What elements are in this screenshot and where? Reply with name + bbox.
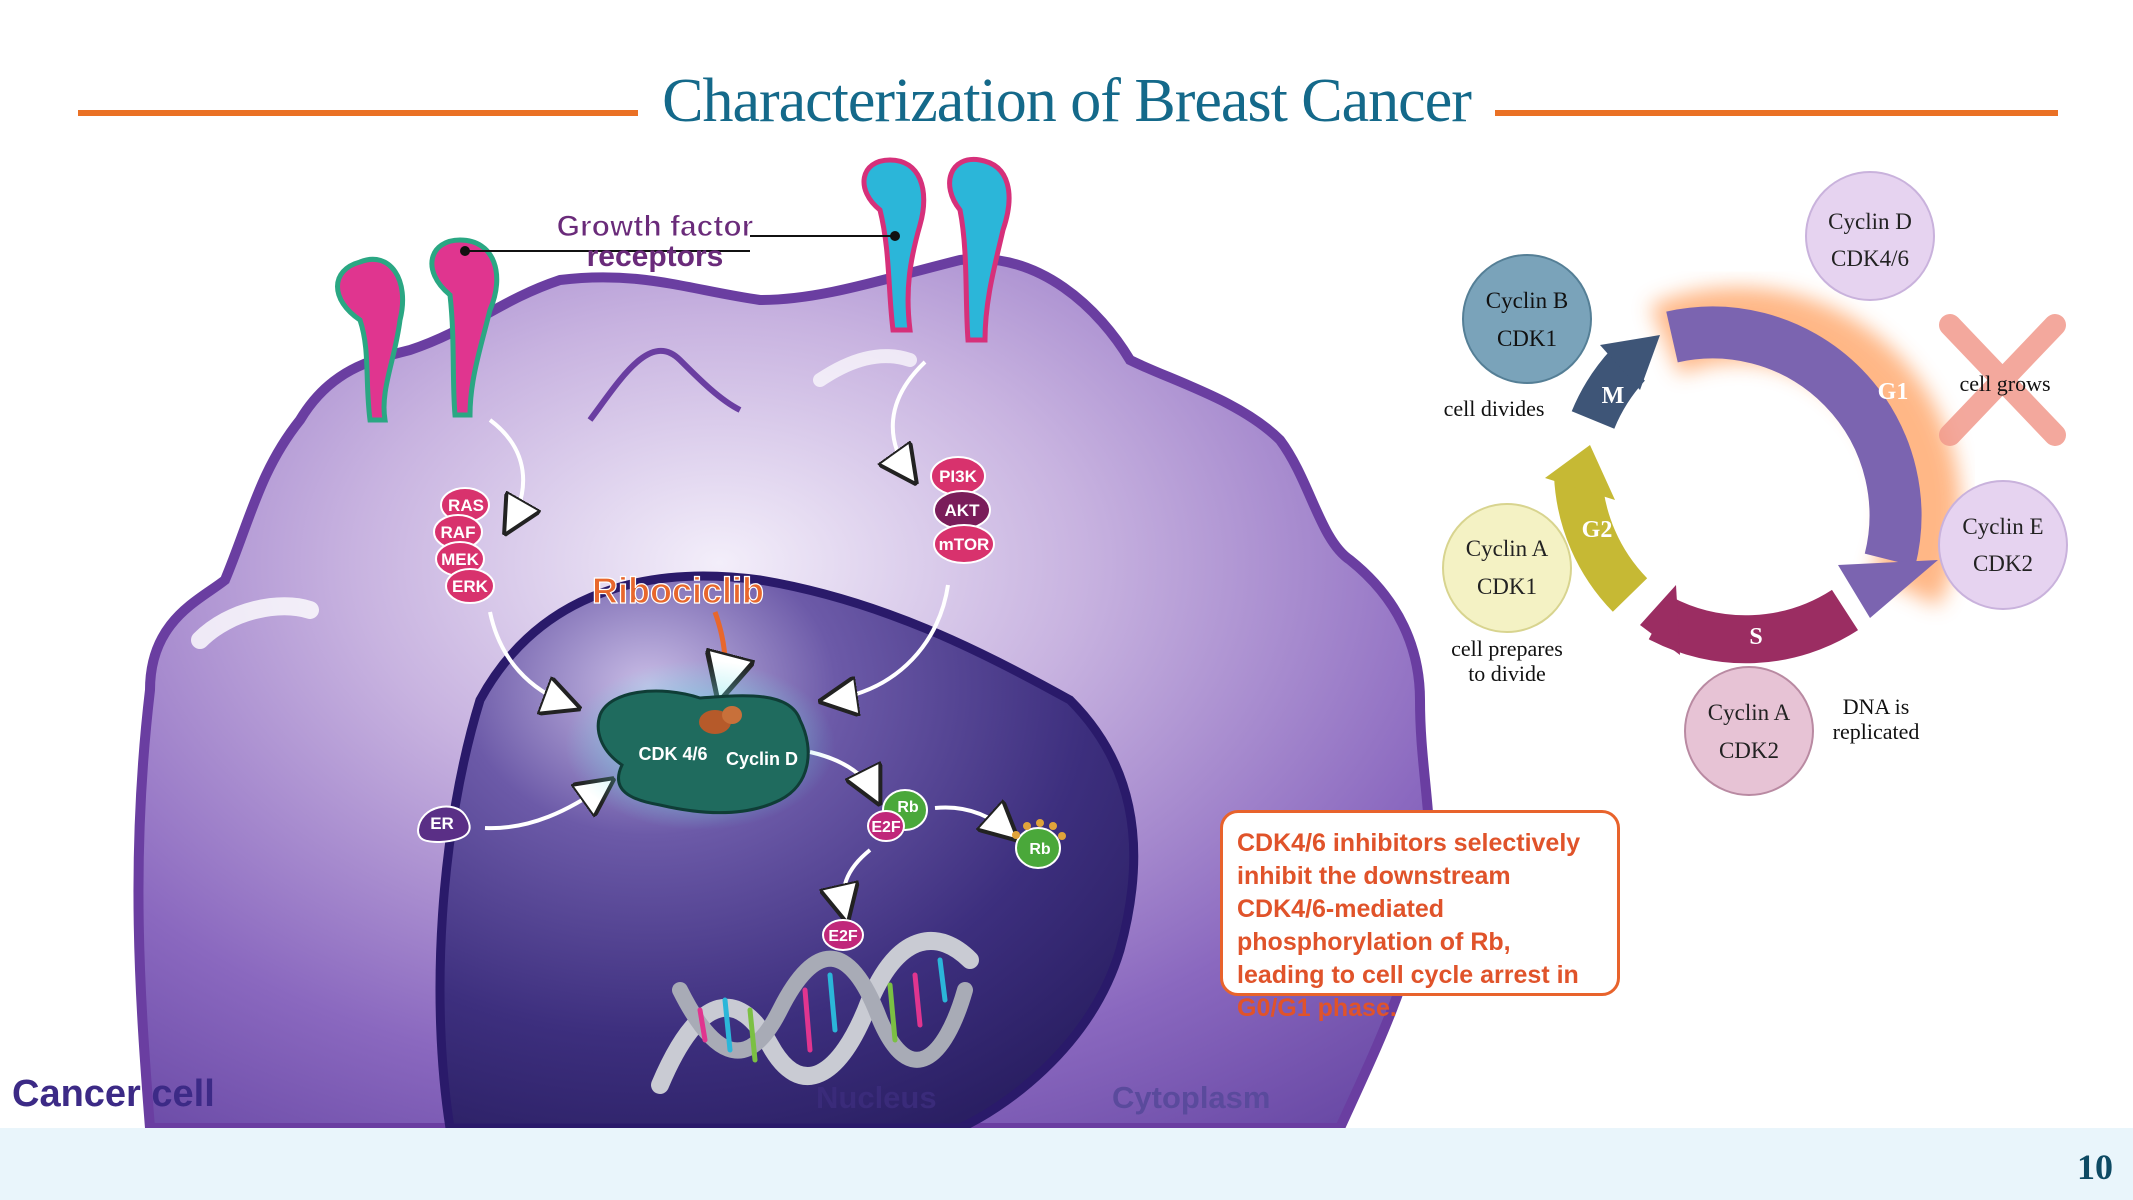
dna-replicated-note: replicated [1833, 719, 1920, 744]
g1-arrowhead [1838, 560, 1938, 618]
svg-text:Cyclin E: Cyclin E [1962, 514, 2043, 539]
svg-text:Cyclin A: Cyclin A [1708, 700, 1791, 725]
callout-box: CDK4/6 inhibitors selectively inhibit th… [1220, 810, 1620, 1022]
cyclin-d-circle: Cyclin D CDK4/6 [1805, 171, 1935, 301]
cyclin-a-cdk1-circle: Cyclin A CDK1 [1442, 503, 1572, 633]
phosphorylated-rb: Rb [1012, 819, 1066, 869]
s-label: S [1749, 624, 1762, 650]
free-e2f: E2F [822, 919, 864, 951]
blue-receptor [861, 157, 1012, 343]
cdk46-cyclind-complex: CDK 4/6 Cyclin D [596, 689, 810, 815]
cell-prepares-note: cell prepares [1451, 636, 1563, 661]
cell-prepares-note: to divide [1468, 661, 1546, 686]
rb-e2f-complex: Rb E2F [867, 789, 928, 842]
growth-factor-label: receptors [587, 240, 724, 273]
cell-grows-note: cell grows [1959, 371, 2050, 396]
svg-text:Cyclin D: Cyclin D [1828, 209, 1912, 234]
pink-receptor [335, 237, 500, 423]
callout-text: CDK4/6 inhibitors selectively inhibit th… [1237, 829, 1581, 1022]
ras-raf-mek-erk-pathway: RAS RAF MEK ERK [433, 487, 495, 604]
cell-divides-note: cell divides [1444, 396, 1545, 421]
pi3k-akt-mtor-pathway: PI3K AKT mTOR [930, 456, 995, 564]
svg-text:Cyclin B: Cyclin B [1486, 288, 1568, 313]
svg-text:ER: ER [430, 814, 454, 833]
g1-label: G1 [1878, 379, 1909, 405]
pi3k-label: PI3K [939, 467, 978, 486]
g2-label: G2 [1582, 517, 1613, 543]
receptor-leader-dot [460, 246, 470, 256]
er-protein: ER [416, 805, 471, 844]
nucleus-label: Nucleus [816, 1080, 937, 1115]
e2f-label: E2F [871, 819, 901, 836]
title-rule-left [78, 110, 644, 116]
cyclin-a-cdk2-circle: Cyclin A CDK2 [1684, 666, 1814, 796]
svg-text:CDK2: CDK2 [1719, 738, 1779, 763]
cytoplasm-label: Cytoplasm [1112, 1080, 1271, 1115]
svg-text:E2F: E2F [828, 928, 858, 945]
raf-label: RAF [441, 523, 476, 542]
m-label: M [1602, 383, 1625, 409]
rb-label: Rb [897, 799, 919, 816]
receptor-leader-dot [890, 231, 900, 241]
s-phase-arc [1648, 589, 1859, 664]
page-title: Characterization of Breast Cancer [0, 66, 2133, 137]
svg-text:CDK4/6: CDK4/6 [1831, 246, 1909, 271]
membrane-fold [587, 347, 742, 422]
erk-label: ERK [452, 577, 489, 596]
title-rule-right [1488, 110, 2058, 116]
svg-text:Rb: Rb [1029, 841, 1051, 858]
mtor-label: mTOR [939, 535, 990, 554]
g2-arrowhead [1545, 445, 1615, 500]
cancer-cell-label: Cancer cell [12, 1073, 215, 1115]
cdk46-label: CDK 4/6 [638, 744, 707, 764]
ribociclib-label: Ribociclib [592, 570, 764, 611]
page-number: 10 [2077, 1147, 2113, 1187]
cyclin-b-circle: Cyclin B CDK1 [1462, 254, 1592, 384]
cell-highlight [191, 597, 319, 649]
svg-text:CDK1: CDK1 [1477, 574, 1537, 599]
m-arrowhead [1600, 335, 1660, 390]
svg-text:CDK1: CDK1 [1497, 326, 1557, 351]
cycle-notes: cell grows DNA is replicated cell prepar… [1444, 371, 2051, 744]
dna-helix [651, 931, 979, 1094]
s-arrowhead [1640, 585, 1680, 655]
signal-arrows [484, 360, 1010, 912]
g1-phase-arc [1666, 306, 1922, 567]
ras-label: RAS [448, 496, 484, 515]
footer-bar [0, 1128, 2133, 1200]
cyclin-e-circle: Cyclin E CDK2 [1938, 480, 2068, 610]
mek-label: MEK [441, 550, 480, 569]
svg-text:CDK2: CDK2 [1973, 551, 2033, 576]
cell-highlight [813, 349, 917, 387]
cross-mark-icon [1939, 314, 2066, 446]
phase-labels: G1 S G2 M [1582, 379, 1909, 650]
growth-factor-label: Growth factor [557, 210, 754, 243]
cyclind-label: Cyclin D [726, 749, 798, 769]
dna-replicated-note: DNA is [1843, 694, 1910, 719]
svg-text:Cyclin A: Cyclin A [1466, 536, 1549, 561]
akt-label: AKT [945, 501, 981, 520]
g2-phase-arc [1554, 473, 1648, 612]
